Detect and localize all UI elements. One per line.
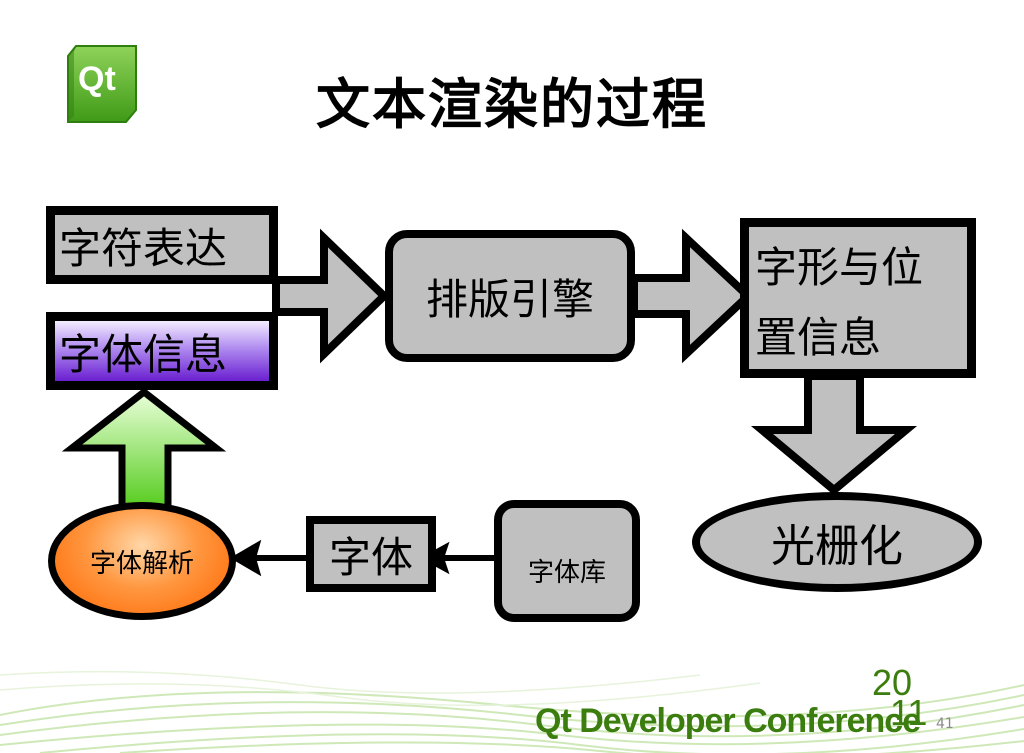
arrow-to-layout-engine xyxy=(272,228,390,364)
arrow-to-font-info xyxy=(61,387,227,512)
node-glyph-position-line1: 字形与位 xyxy=(755,243,924,292)
node-layout-engine: 排版引擎 xyxy=(385,230,635,362)
node-font: 字体 xyxy=(306,516,436,592)
node-glyph-position-line2: 置信息 xyxy=(755,313,882,362)
qt-logo-text: Qt xyxy=(78,60,116,98)
footer-decoration xyxy=(0,670,1024,753)
node-font-parse: 字体解析 xyxy=(48,502,236,620)
node-font-info-label: 字体信息 xyxy=(59,329,228,379)
arrow-to-glyph-info xyxy=(630,228,754,364)
node-layout-engine-label: 排版引擎 xyxy=(425,274,594,324)
node-font-info: 字体信息 xyxy=(46,312,278,390)
slide-title: 文本渲染的过程 xyxy=(316,73,708,136)
node-font-library-label: 字体库 xyxy=(527,557,606,588)
footer-year: 20 11 xyxy=(872,662,928,733)
arrow-to-rasterize xyxy=(750,372,918,496)
node-font-library: 字体库 xyxy=(494,500,640,622)
footer-year-top: 20 xyxy=(872,662,913,703)
node-font-label: 字体 xyxy=(328,532,413,582)
arrow-to-font-parse xyxy=(230,539,262,577)
qt-logo xyxy=(67,45,137,123)
node-char-repr-label: 字符表达 xyxy=(59,223,228,273)
node-rasterize-label: 光栅化 xyxy=(771,521,903,572)
node-glyph-position: 字形与位 置信息 xyxy=(740,218,976,378)
node-rasterize: 光栅化 xyxy=(692,492,982,592)
footer-year-bottom: 11 xyxy=(890,692,928,733)
footer-brand: Qt Developer Conference xyxy=(535,702,921,740)
node-char-repr: 字符表达 xyxy=(46,206,278,284)
page-number: 41 xyxy=(936,716,954,732)
node-font-parse-label: 字体解析 xyxy=(89,548,194,579)
